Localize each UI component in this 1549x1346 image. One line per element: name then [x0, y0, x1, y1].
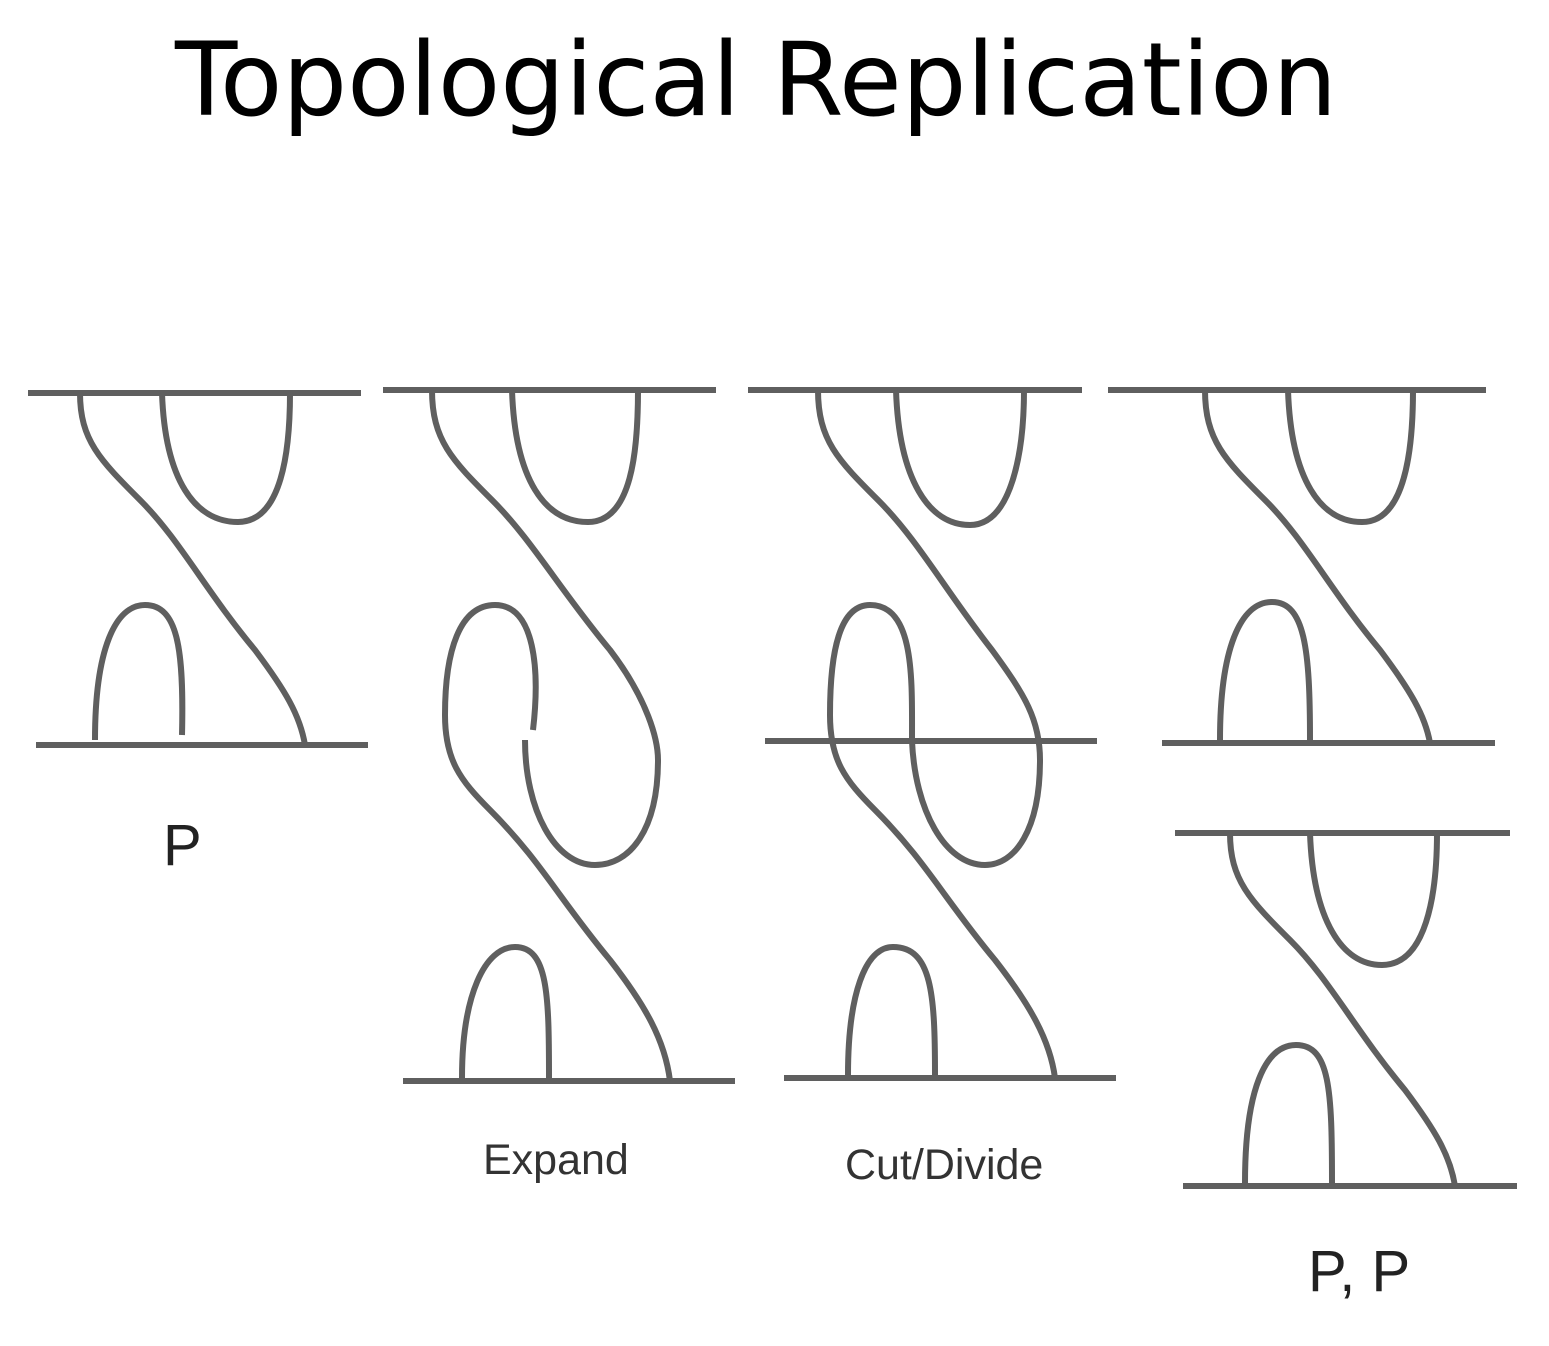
- bottom-loop: [845, 944, 938, 1076]
- bottom-loop: [459, 944, 552, 1079]
- top-loop: [159, 392, 293, 525]
- panel-result-lower: [1175, 830, 1517, 1189]
- bottom-loop: [92, 602, 186, 741]
- label-cut-divide: Cut/Divide: [845, 1141, 1044, 1189]
- expanded-strand: [429, 389, 661, 868]
- lower-loop-strand: [442, 602, 673, 1082]
- slide-title: Topological Replication: [175, 21, 1338, 140]
- label-original: P: [163, 813, 202, 878]
- panel-expand: [383, 387, 735, 1084]
- top-loop: [1307, 832, 1440, 968]
- top-loop: [1285, 389, 1416, 525]
- bottom-loop: [1217, 599, 1313, 741]
- top-loop: [509, 389, 641, 525]
- crossing-strand: [77, 392, 308, 746]
- panel-result-upper: [1108, 387, 1495, 746]
- bottom-loop: [1242, 1042, 1335, 1184]
- crossing-strand: [1227, 832, 1458, 1187]
- label-result: P, P: [1308, 1239, 1411, 1304]
- panel-original: [28, 390, 368, 748]
- top-loop: [893, 389, 1027, 528]
- crossing-strand: [1202, 389, 1433, 744]
- upper-strand: [815, 389, 1043, 868]
- panel-cut-divide: [748, 387, 1116, 1081]
- lower-strand: [827, 602, 1058, 1079]
- label-expand: Expand: [483, 1136, 629, 1184]
